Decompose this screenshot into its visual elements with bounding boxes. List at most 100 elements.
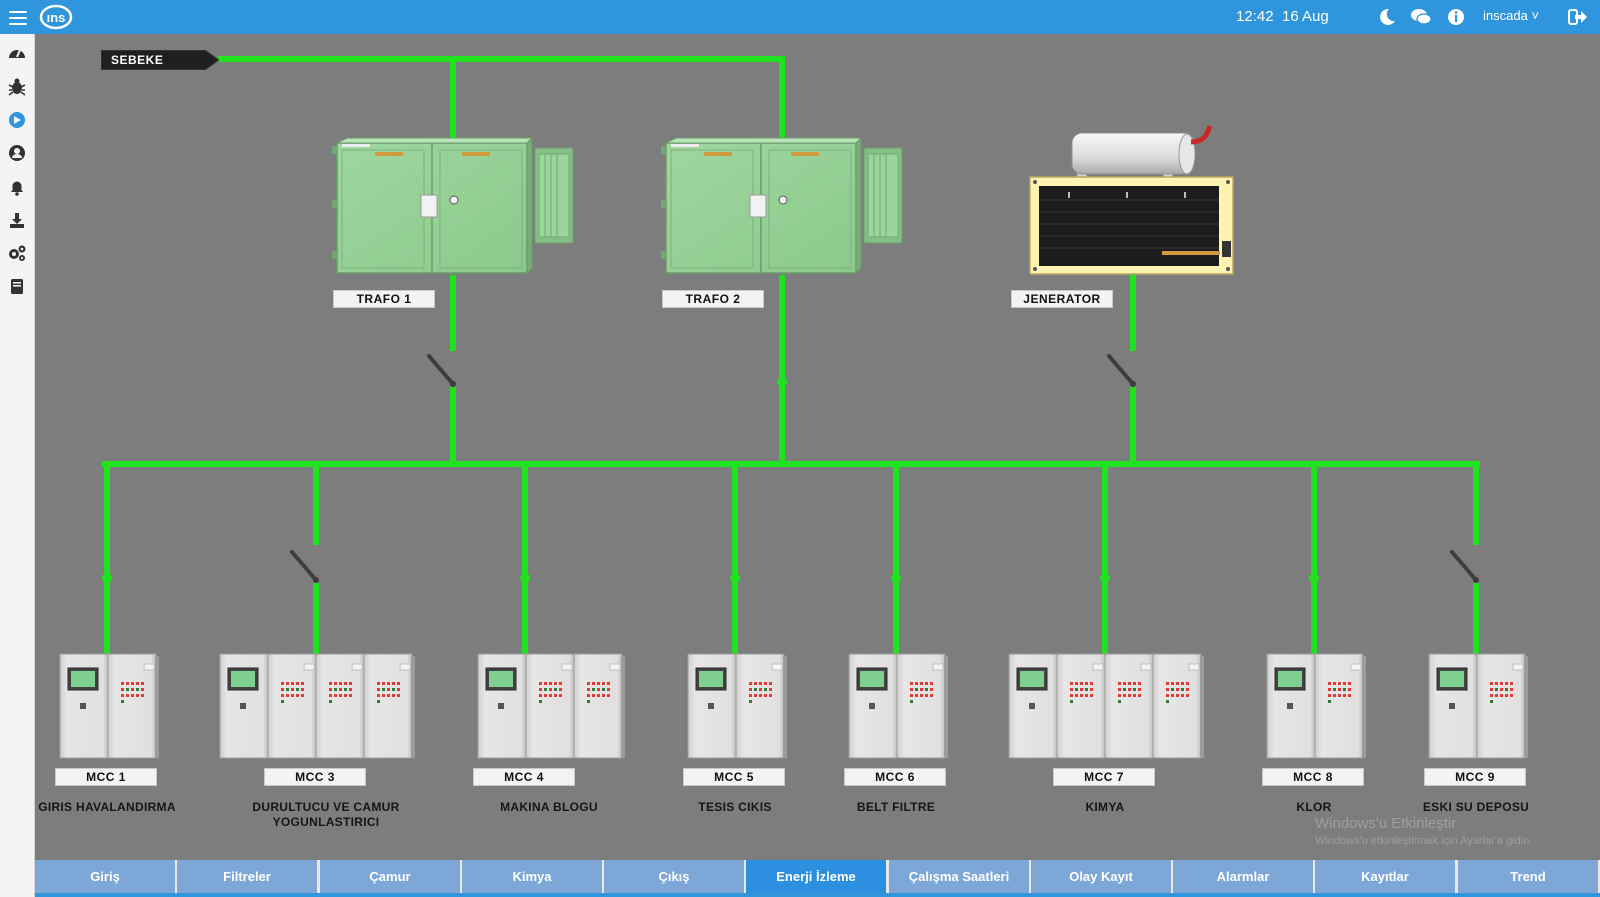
mcc-1-label[interactable]: MCC 1 (55, 768, 157, 786)
source-grid-tag[interactable]: SEBEKE (101, 50, 221, 70)
windows-activation-watermark: Windows'u Etkinleştir (1315, 815, 1457, 832)
tab-enerji-i̇zleme[interactable]: Enerji İzleme (746, 860, 888, 893)
mcc-5-label[interactable]: MCC 6 (844, 768, 946, 786)
logout-icon[interactable] (1567, 6, 1589, 28)
trafo-2-breaker-closed[interactable] (777, 377, 787, 387)
trafo-1-breaker-pivot (450, 381, 456, 387)
mcc-8-label[interactable]: MCC 9 (1424, 768, 1526, 786)
mcc-8-breaker-pivot (1473, 577, 1479, 583)
tab-olay-kayıt[interactable]: Olay Kayıt (1031, 860, 1173, 893)
mcc-4-breaker-closed[interactable] (730, 573, 740, 583)
mcc-7-breaker-closed[interactable] (1309, 573, 1319, 583)
trafo-1-label[interactable]: TRAFO 1 (333, 290, 435, 308)
mcc-8-cabinet (1428, 653, 1478, 759)
mcc-2-breaker-pivot (313, 577, 319, 583)
mcc-4-cabinet (735, 653, 785, 759)
mcc-2-label[interactable]: MCC 3 (264, 768, 366, 786)
tab-çamur[interactable]: Çamur (320, 860, 462, 893)
mcc-8-breaker-open[interactable] (1450, 550, 1478, 582)
bug-icon[interactable] (7, 77, 27, 97)
tab-kimya[interactable]: Kimya (462, 860, 604, 893)
mcc-5-breaker-closed[interactable] (891, 573, 901, 583)
mcc-2-cabinet (267, 653, 317, 759)
tab-trend[interactable]: Trend (1458, 860, 1600, 893)
tab-çıkış[interactable]: Çıkış (604, 860, 746, 893)
mcc-1-panel[interactable] (59, 653, 159, 759)
mcc-4-panel[interactable] (687, 653, 787, 759)
mcc-5-panel[interactable] (848, 653, 948, 759)
mcc-7-cabinet (1266, 653, 1316, 759)
mcc-8-caption-line: ESKI SU DEPOSU (1422, 800, 1530, 814)
mcc-2-caption-line: YOGUNLASTIRICI (272, 815, 380, 829)
mcc-3-panel[interactable] (477, 653, 625, 759)
mcc-3-cabinet (477, 653, 527, 759)
mcc-1-cabinet (59, 653, 109, 759)
tab-bar-underline (35, 893, 1600, 897)
mcc-3-breaker-closed[interactable] (520, 573, 530, 583)
moon-icon[interactable] (1376, 6, 1398, 28)
mcc-6-cabinet (1056, 653, 1106, 759)
cogs-icon[interactable] (7, 243, 27, 263)
mcc-1-caption: GIRIS HAVALANDIRMA (0, 800, 227, 815)
tab-alarmlar[interactable]: Alarmlar (1173, 860, 1315, 893)
mcc-3-label[interactable]: MCC 4 (473, 768, 575, 786)
download-icon[interactable] (7, 210, 27, 230)
animation-icon[interactable] (7, 110, 27, 130)
user-name: inscada (1483, 8, 1528, 23)
mcc-6-label[interactable]: MCC 7 (1053, 768, 1155, 786)
generator-breaker-open[interactable] (1107, 354, 1135, 386)
mcc-3-cabinet (573, 653, 623, 759)
trafo-1-device[interactable] (331, 137, 574, 274)
mcc-5-cabinet (896, 653, 946, 759)
mcc-8-cabinet (1476, 653, 1526, 759)
mcc-4-caption-line: TESIS CIKIS (698, 800, 772, 814)
mcc-8-panel[interactable] (1428, 653, 1528, 759)
chevron-down-icon: ˅ (1531, 8, 1540, 23)
book-icon[interactable] (7, 276, 27, 296)
mcc-7-panel[interactable] (1266, 653, 1366, 759)
generator-device[interactable] (1029, 125, 1234, 275)
chat-icon[interactable] (1410, 6, 1432, 28)
windows-activation-hint: Windows'u etkinleştirmek için Ayarlar'a … (1315, 835, 1533, 847)
bell-icon[interactable] (7, 177, 27, 197)
mcc-2-panel[interactable] (219, 653, 415, 759)
mcc-6-panel-side (1200, 656, 1204, 758)
trafo-2-device[interactable] (660, 137, 903, 274)
trafo-2-label[interactable]: TRAFO 2 (662, 290, 764, 308)
mcc-1-breaker-closed[interactable] (102, 573, 112, 583)
mcc-6-cabinet (1152, 653, 1202, 759)
generator-label[interactable]: JENERATOR (1011, 290, 1113, 308)
tab-kayıtlar[interactable]: Kayıtlar (1315, 860, 1457, 893)
sidebar (0, 34, 35, 897)
mcc-2-cabinet (219, 653, 269, 759)
user-dropdown[interactable]: inscada ˅ (1483, 8, 1539, 23)
menu-icon[interactable] (9, 7, 27, 27)
mcc-6-caption: KIMYA (985, 800, 1225, 815)
mcc-6-breaker-closed[interactable] (1100, 573, 1110, 583)
mcc-6-panel[interactable] (1008, 653, 1204, 759)
app-logo[interactable]: ıns (38, 2, 74, 31)
mcc-7-caption-line: KLOR (1296, 800, 1332, 814)
dashboard-icon[interactable] (7, 43, 27, 63)
mcc-2-breaker-open[interactable] (290, 550, 318, 582)
mcc-6-caption-line: KIMYA (1085, 800, 1125, 814)
mcc-2-caption-line: DURULTUCU VE CAMUR (252, 800, 400, 814)
mcc-4-label[interactable]: MCC 5 (683, 768, 785, 786)
mcc-1-panel-side (155, 656, 159, 758)
user-icon[interactable] (7, 143, 27, 163)
source-tag-shape (101, 50, 220, 70)
diagram-svg (59, 56, 1528, 759)
mcc-4-caption: TESIS CIKIS (615, 800, 855, 815)
tab-giriş[interactable]: Giriş (35, 860, 177, 893)
mcc-3-panel-side (621, 656, 625, 758)
tab-çalışma-saatleri[interactable]: Çalışma Saatleri (889, 860, 1031, 893)
mcc-5-caption: BELT FILTRE (776, 800, 1016, 815)
clock-time: 12:42 (1236, 8, 1274, 25)
tab-filtreler[interactable]: Filtreler (177, 860, 319, 893)
trafo-1-breaker-open[interactable] (427, 354, 455, 386)
mcc-7-label[interactable]: MCC 8 (1262, 768, 1364, 786)
info-icon[interactable] (1445, 6, 1467, 28)
mcc-2-panel-side (411, 656, 415, 758)
